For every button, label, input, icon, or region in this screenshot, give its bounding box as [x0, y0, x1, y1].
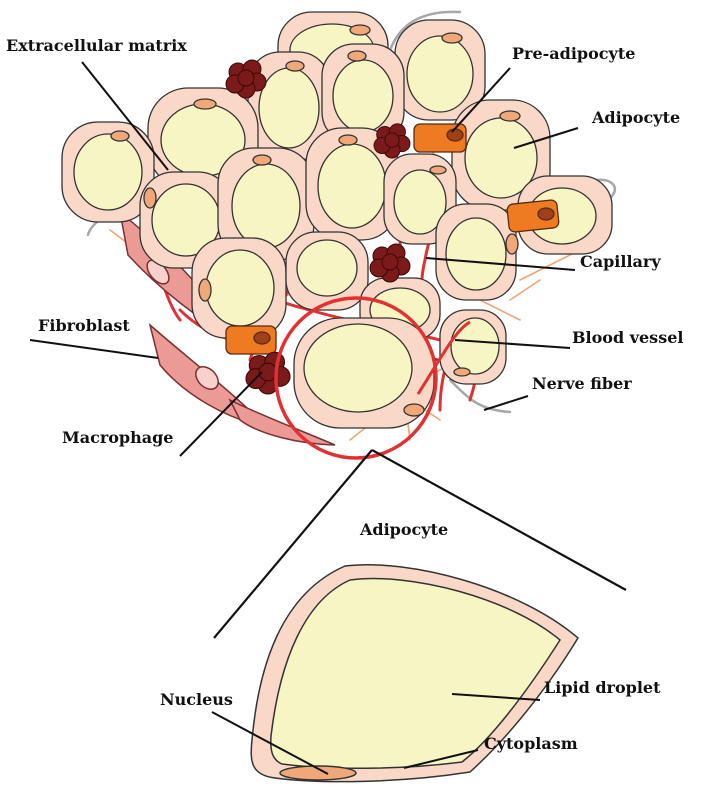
- label-fibroblast: Fibroblast: [38, 318, 130, 334]
- label-extracellular-matrix: Extracellular matrix: [6, 38, 187, 54]
- label-nucleus: Nucleus: [160, 692, 233, 708]
- label-pre-adipocyte: Pre-adipocyte: [512, 46, 635, 62]
- label-cytoplasm: Cytoplasm: [484, 736, 578, 752]
- label-lipid-droplet: Lipid droplet: [544, 680, 660, 696]
- label-macrophage: Macrophage: [62, 430, 173, 446]
- label-nerve-fiber: Nerve fiber: [532, 376, 632, 392]
- label-adipocyte: Adipocyte: [592, 110, 680, 126]
- label-blood-vessel: Blood vessel: [572, 330, 683, 346]
- label-capillary: Capillary: [580, 254, 661, 270]
- label-adipocyte-detail-title: Adipocyte: [360, 522, 448, 538]
